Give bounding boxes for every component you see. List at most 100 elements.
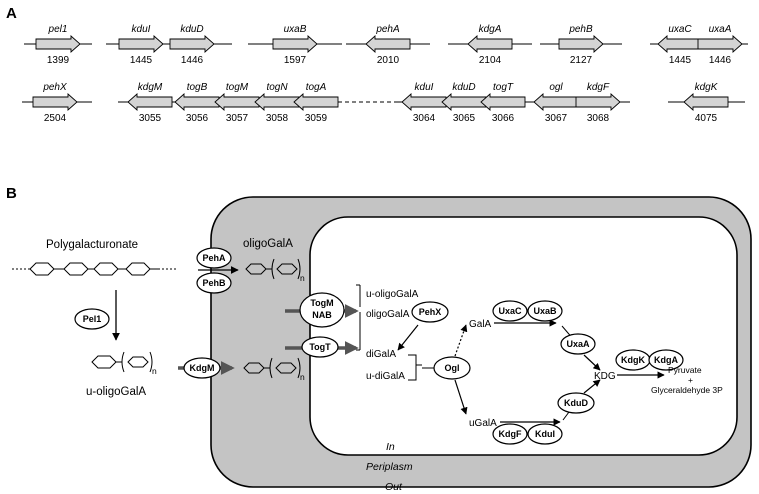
oligogala-periplasm-label: oligoGalA bbox=[243, 238, 293, 250]
gene-name-togN: togN bbox=[266, 82, 288, 93]
kdg-label: KDG bbox=[594, 371, 616, 382]
enzyme-kdui bbox=[527, 423, 563, 445]
enzyme-kdgm-label: KdgM bbox=[190, 363, 215, 373]
gene-name-ogl: ogl bbox=[549, 82, 563, 93]
gene-locus-kduI: 3064 bbox=[413, 113, 436, 124]
n-subscript-periplasm-2: n bbox=[300, 372, 305, 382]
gene-locus-togT: 3066 bbox=[492, 113, 515, 124]
transporter-togm-nab bbox=[299, 292, 345, 328]
transporter-togt bbox=[301, 336, 339, 358]
gene-arrow-togN bbox=[254, 92, 300, 112]
gene-locus-kduD: 3065 bbox=[453, 113, 476, 124]
gene-arrow-pel1 bbox=[35, 34, 81, 54]
ugala-arrow bbox=[454, 379, 468, 415]
gene-arrow-pehX bbox=[32, 92, 78, 112]
gene-arrow-kdgM bbox=[127, 92, 173, 112]
uxaa-to-kdg-arrow bbox=[583, 354, 601, 371]
bracket-right bbox=[408, 354, 422, 381]
bracket-left bbox=[356, 284, 361, 351]
polygalacturonate-structure bbox=[12, 262, 178, 276]
gene-locus-pehX: 2504 bbox=[44, 113, 67, 124]
u-oligogala-periplasm-structure bbox=[243, 357, 301, 379]
enzyme-uxaa bbox=[560, 333, 596, 355]
enzyme-uxab-label: UxaB bbox=[533, 306, 557, 316]
gene-locus-kdgF: 3068 bbox=[587, 113, 610, 124]
enzyme-kdud-label: KduD bbox=[564, 398, 588, 408]
gene-name-pehA: pehA bbox=[375, 24, 400, 35]
gene-arrow-uxaB bbox=[272, 34, 318, 54]
gene-name-kdgM: kdgM bbox=[138, 82, 163, 93]
gene-name-pehB: pehB bbox=[568, 24, 593, 35]
gene-locus-togB: 3056 bbox=[186, 113, 209, 124]
enzyme-kdgm bbox=[183, 357, 221, 379]
gene-arrow-ogl bbox=[533, 92, 579, 112]
gene-locus-ogl: 3067 bbox=[545, 113, 568, 124]
enzyme-kdga bbox=[648, 349, 684, 371]
transporter-togm-label: TogM bbox=[310, 298, 333, 308]
gene-name-kdgF: kdgF bbox=[587, 82, 610, 93]
enzyme-pel1 bbox=[74, 308, 110, 330]
pehx-arrow bbox=[397, 324, 419, 351]
u-oligogala-outside-label: u-oligoGalA bbox=[86, 386, 146, 398]
gala-arrow bbox=[454, 324, 468, 357]
gene-locus-uxaB: 1597 bbox=[284, 55, 307, 66]
gene-locus-togA: 3059 bbox=[305, 113, 328, 124]
gene-locus-uxaC: 1445 bbox=[669, 55, 692, 66]
gene-locus-togM: 3057 bbox=[226, 113, 249, 124]
enzyme-kdud bbox=[557, 392, 595, 414]
gene-name-pehX: pehX bbox=[42, 82, 67, 93]
gene-arrow-kduI bbox=[401, 92, 447, 112]
gene-name-uxaC: uxaC bbox=[668, 24, 692, 35]
enzyme-uxac-label: UxaC bbox=[498, 306, 522, 316]
cytoplasm-compartment bbox=[309, 216, 738, 456]
enzyme-pehb-label: PehB bbox=[202, 278, 226, 288]
u-oligogala-structure bbox=[91, 351, 153, 373]
gene-arrow-uxaA bbox=[697, 34, 743, 54]
n-subscript-outside: n bbox=[152, 366, 157, 376]
gene-name-kdgK: kdgK bbox=[695, 82, 719, 93]
gene-map: pel11399kduI1445kduD1446uxaB1597pehA2010… bbox=[22, 24, 748, 124]
gene-name-kduD: kduD bbox=[452, 82, 475, 93]
gene-locus-kdgM: 3055 bbox=[139, 113, 162, 124]
label-in: In bbox=[386, 441, 395, 453]
gala-label: GalA bbox=[469, 319, 492, 330]
gene-name-togM: togM bbox=[226, 82, 249, 93]
gene-locus-pehB: 2127 bbox=[570, 55, 593, 66]
gene-name-uxaA: uxaA bbox=[709, 24, 732, 35]
gene-name-kdgA: kdgA bbox=[479, 24, 502, 35]
gene-arrow-togA bbox=[293, 92, 339, 112]
oligogala-structure bbox=[245, 258, 301, 280]
gene-arrow-pehA bbox=[365, 34, 411, 54]
oligogala-cyto-label: oligoGalA bbox=[366, 309, 410, 320]
gene-arrow-kduI bbox=[118, 34, 164, 54]
gene-name-uxaB: uxaB bbox=[284, 24, 307, 35]
transporter-togt-label: TogT bbox=[309, 342, 331, 352]
enzyme-kdgk-label: KdgK bbox=[621, 355, 645, 365]
enzyme-uxab bbox=[527, 300, 563, 322]
n-subscript-periplasm-1: n bbox=[300, 273, 305, 283]
enzyme-kdgf bbox=[492, 423, 528, 445]
panel-b-label: B bbox=[6, 185, 17, 202]
gene-locus-kdgK: 4075 bbox=[695, 113, 718, 124]
gene-locus-uxaA: 1446 bbox=[709, 55, 732, 66]
label-periplasm: Periplasm bbox=[366, 461, 413, 473]
enzyme-peha bbox=[196, 247, 232, 269]
u-digala-label: u-diGalA bbox=[366, 371, 405, 382]
enzyme-kdgf-label: KdgF bbox=[499, 429, 522, 439]
gene-arrow-uxaC bbox=[657, 34, 703, 54]
gene-locus-pel1: 1399 bbox=[47, 55, 70, 66]
enzyme-pehb bbox=[196, 272, 232, 294]
enzyme-pel1-label: Pel1 bbox=[83, 314, 102, 324]
gene-name-kduD: kduD bbox=[180, 24, 203, 35]
enzyme-pehx-label: PehX bbox=[419, 307, 442, 317]
gene-locus-pehA: 2010 bbox=[377, 55, 400, 66]
enzyme-pehx bbox=[411, 301, 449, 323]
substrate-label: Polygalacturonate bbox=[46, 239, 138, 251]
label-out: Out bbox=[385, 481, 403, 493]
gene-arrow-kdgA bbox=[467, 34, 513, 54]
gene-name-togB: togB bbox=[187, 82, 208, 93]
gene-arrow-kdgF bbox=[575, 92, 621, 112]
gene-arrow-kdgK bbox=[683, 92, 729, 112]
gene-arrow-togB bbox=[174, 92, 220, 112]
gene-locus-togN: 3058 bbox=[266, 113, 289, 124]
